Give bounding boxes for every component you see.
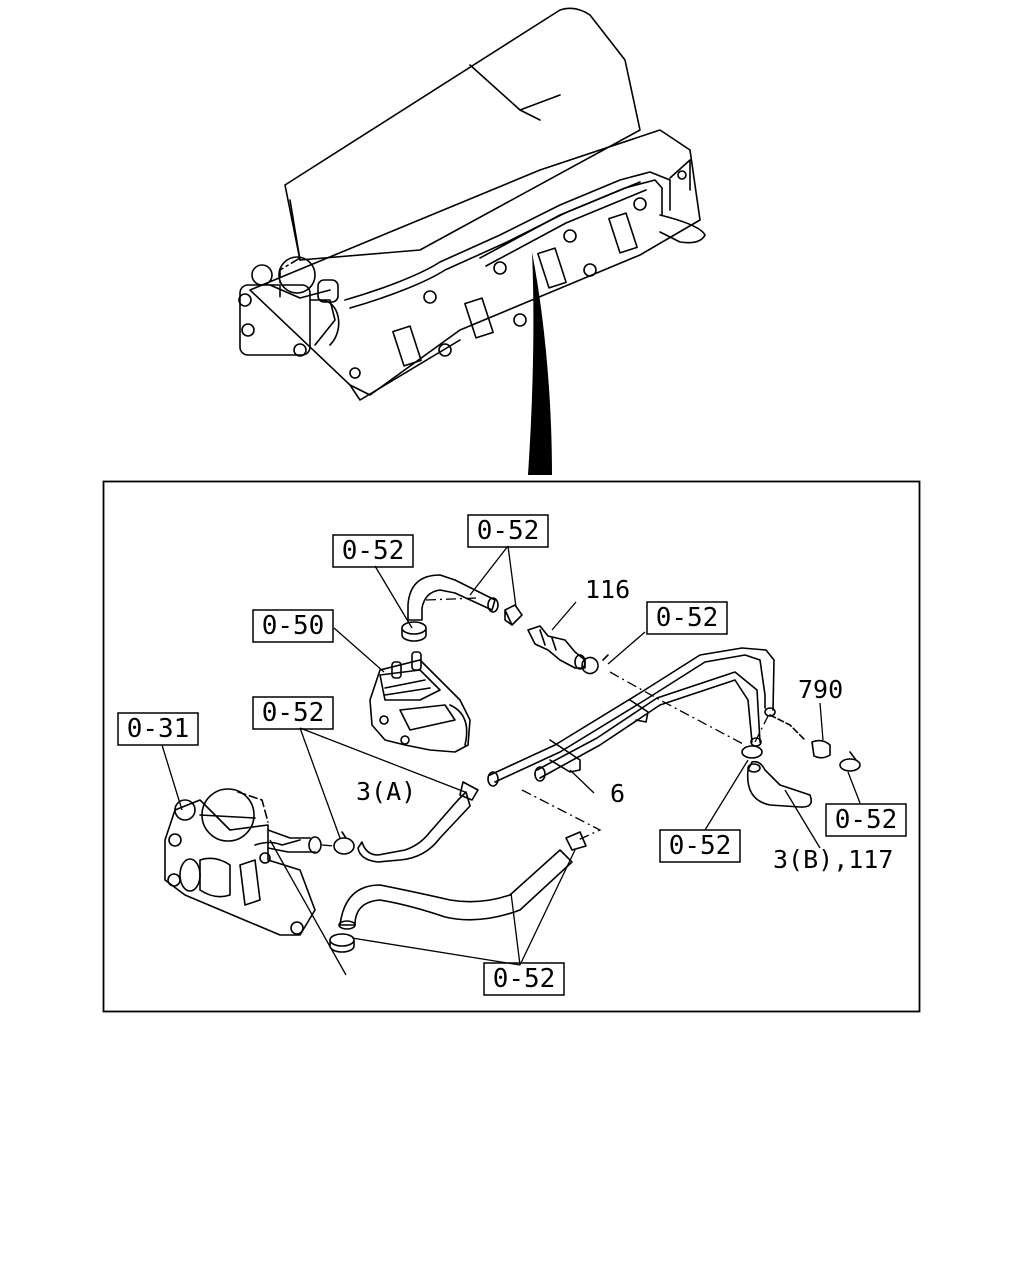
callout-0-52-hose-3b: 0-52 [669, 831, 732, 861]
lower-hose-clamp-right [565, 831, 587, 851]
cap-790 [811, 739, 831, 759]
cap-790-clamp [839, 751, 861, 772]
callout-0-52-lower: 0-52 [493, 964, 556, 994]
callout-0-52-upper-left: 0-52 [342, 536, 405, 566]
detail-leader-wedge [528, 252, 552, 475]
hose-3b-clamp [741, 745, 763, 759]
callout-0-52-fitting: 0-52 [656, 603, 719, 633]
upper-hose-clamp-left [401, 621, 427, 642]
engine-head-illustration [238, 7, 706, 401]
callouts [117, 514, 907, 996]
callout-0-31: 0-31 [127, 714, 190, 744]
detail-frame [102, 480, 921, 1013]
part-label-3a: 3(A) [356, 777, 416, 806]
coolant-pipe-6 [489, 647, 775, 783]
part-label-790: 790 [798, 675, 843, 704]
upper-hose-clamp-right [504, 604, 523, 626]
alignment-lines [321, 597, 771, 847]
fitting-116 [527, 625, 586, 669]
part-label-116: 116 [585, 575, 630, 604]
callout-0-50: 0-50 [262, 611, 325, 641]
callout-0-52-cap: 0-52 [835, 805, 898, 835]
egr-valve [164, 788, 322, 936]
detail-parts [164, 574, 861, 953]
callout-0-52-hose-3a: 0-52 [262, 698, 325, 728]
callout-0-52-upper-right: 0-52 [477, 516, 540, 546]
upper-hose [407, 574, 496, 621]
part-label-6: 6 [610, 779, 625, 808]
hose-3a-clamp-left [333, 831, 355, 855]
part-label-3b-117: 3(B),117 [773, 845, 893, 874]
lower-hose-clamp-left [329, 933, 355, 953]
egr-cooler [369, 651, 471, 753]
fitting-116-clamp [581, 654, 609, 675]
leader-lines [161, 545, 861, 976]
lower-hose [339, 849, 573, 926]
hose-3b [746, 760, 813, 808]
